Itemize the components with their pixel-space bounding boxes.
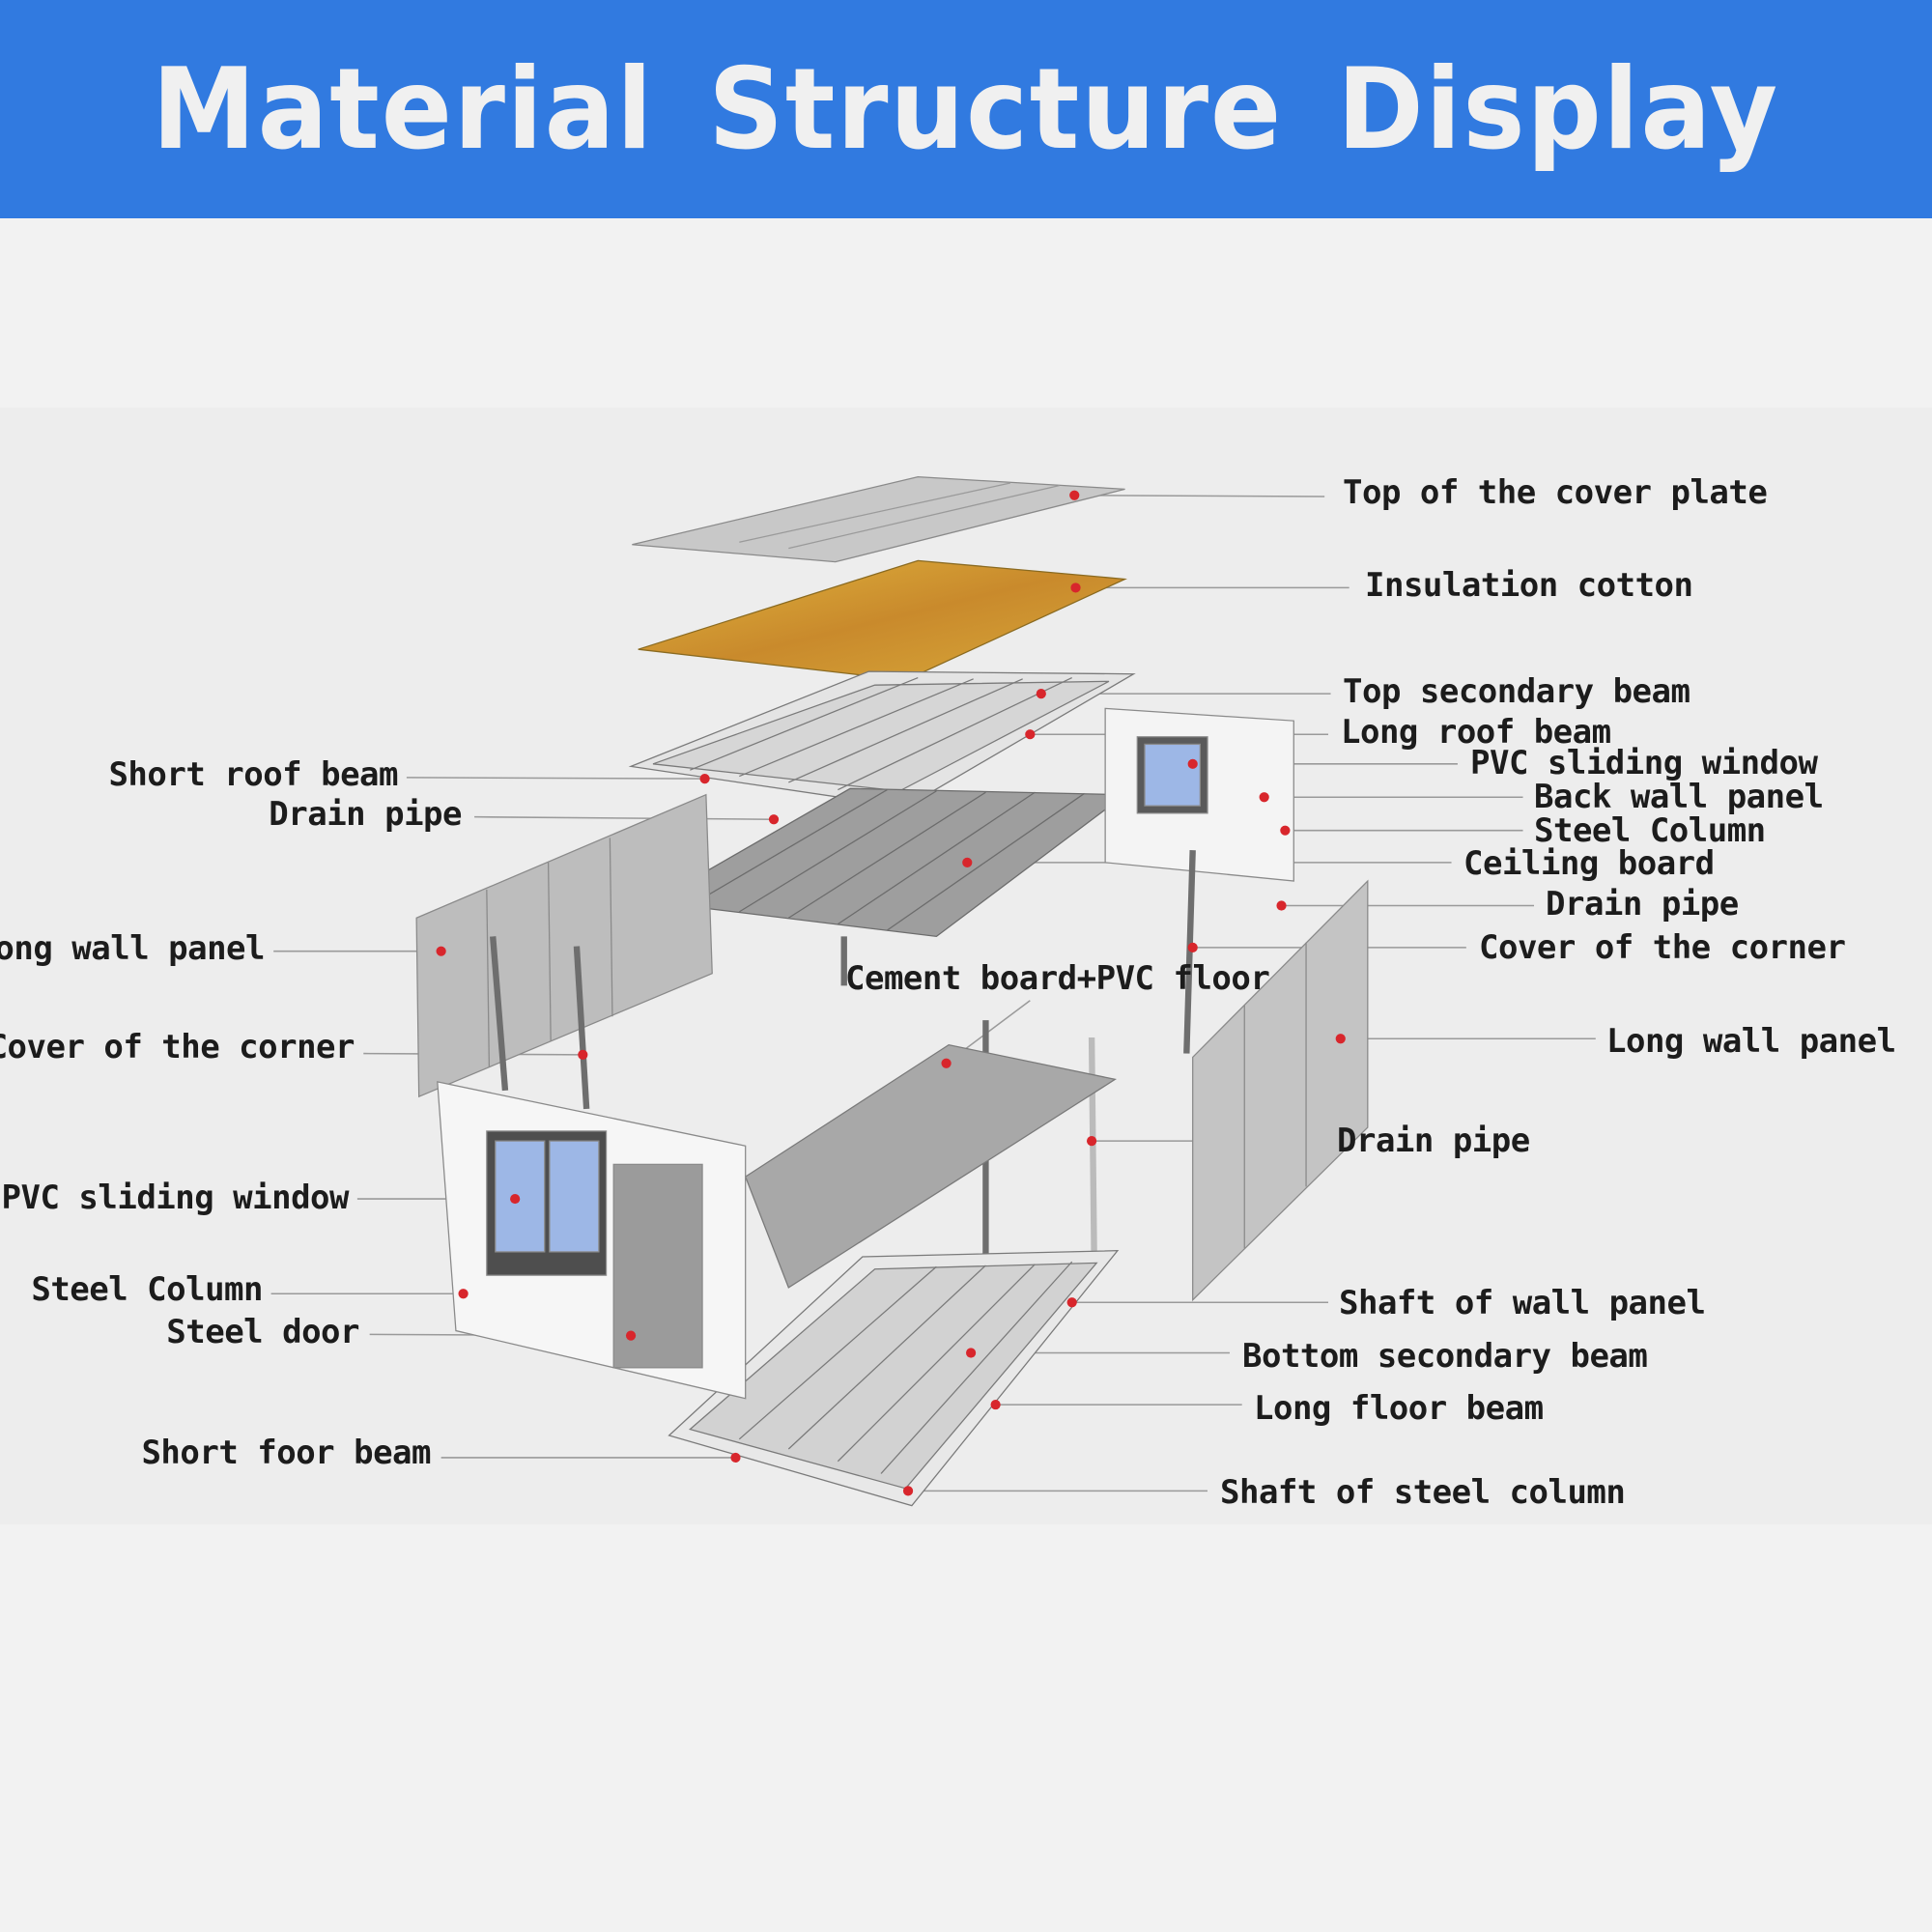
cover-plate [632, 475, 1125, 563]
label-drain-pipe-front: Drain pipe [1337, 1122, 1530, 1160]
label-steel-door: Steel door [166, 1313, 359, 1351]
label-steel-column-front: Steel Column [31, 1270, 263, 1309]
marker-dots [436, 490, 1346, 1496]
label-shaft-of-steel-column: Shaft of steel column [1220, 1473, 1626, 1512]
label-short-floor-beam: Short foor beam [141, 1434, 431, 1472]
label-cement-board-pvc-floor: Cement board+PVC floor [845, 959, 1270, 998]
label-cover-of-corner-left: Cover of the corner [0, 1028, 355, 1066]
label-top-cover-plate: Top of the cover plate [1343, 473, 1768, 512]
label-drain-pipe-back: Drain pipe [1546, 885, 1739, 923]
insulation-cotton [638, 559, 1127, 681]
label-back-wall-panel: Back wall panel [1534, 778, 1824, 816]
label-shaft-of-wall-panel: Shaft of wall panel [1339, 1284, 1706, 1322]
header-banner: Material Structure Display [0, 0, 1932, 218]
label-insulation-cotton: Insulation cotton [1365, 566, 1693, 605]
label-short-roof-beam: Short roof beam [108, 755, 398, 794]
cement-board-floor [744, 1043, 1118, 1289]
label-top-secondary-beam: Top secondary beam [1343, 672, 1690, 711]
label-ceiling-board: Ceiling board [1463, 844, 1715, 883]
right-long-wall [1192, 879, 1369, 1302]
left-long-wall [415, 793, 713, 1098]
page-title: Material Structure Display [152, 43, 1780, 175]
label-long-wall-panel-left: Long wall panel [0, 929, 265, 968]
label-long-floor-beam: Long floor beam [1254, 1389, 1544, 1428]
back-wall-panel [1104, 707, 1294, 882]
roof-frame [628, 670, 1136, 809]
label-steel-column-back: Steel Column [1534, 811, 1766, 850]
label-pvc-sliding-window-front: PVC sliding window [1, 1179, 350, 1217]
label-cover-of-corner-right: Cover of the corner [1479, 928, 1846, 967]
label-long-roof-beam: Long roof beam [1341, 713, 1611, 752]
label-bottom-secondary-beam: Bottom secondary beam [1242, 1337, 1648, 1376]
label-long-wall-panel-right: Long wall panel [1606, 1022, 1896, 1061]
label-pvc-sliding-window-back: PVC sliding window [1470, 744, 1818, 782]
label-drain-pipe-left: Drain pipe [269, 795, 462, 834]
front-wall-panel [437, 1081, 747, 1400]
floor-frame [668, 1249, 1120, 1507]
